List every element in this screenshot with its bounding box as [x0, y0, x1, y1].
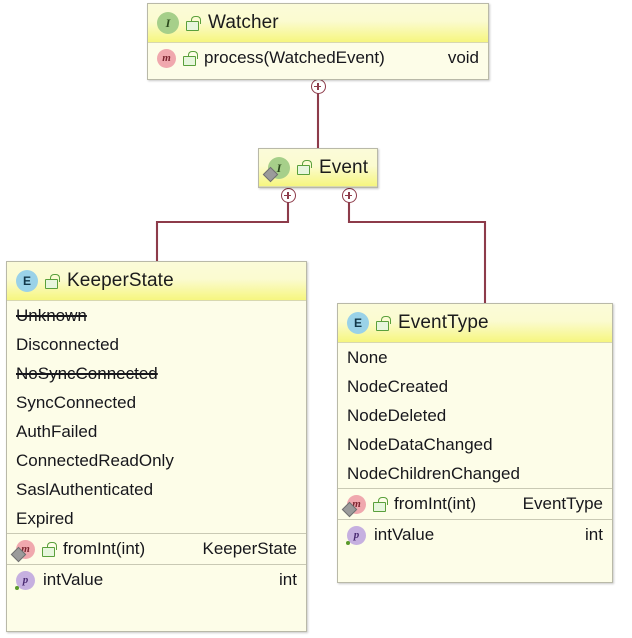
method-icon: m: [341, 494, 366, 517]
visibility-dot-icon: [346, 540, 350, 545]
class-name-event: Event: [319, 156, 369, 178]
member-row-process[interactable]: m process(WatchedEvent) void: [148, 43, 488, 73]
member-row-fromint[interactable]: m fromInt(int) EventType: [338, 489, 612, 519]
public-lock-icon: [42, 541, 57, 557]
public-lock-icon: [186, 15, 201, 31]
expand-plus-badge-watcher[interactable]: [310, 79, 326, 94]
class-header-eventtype: E EventType: [338, 304, 612, 343]
method-icon: m: [157, 48, 176, 68]
enum-constant-label: NodeDataChanged: [347, 434, 493, 454]
enum-constants-eventtype: None NodeCreated NodeDeleted NodeDataCha…: [338, 343, 612, 488]
expand-plus-badge-event-left[interactable]: [280, 188, 296, 203]
member-row-intvalue[interactable]: p intValue int: [338, 520, 612, 550]
property-icon: p: [15, 570, 35, 590]
enum-constant-label: AuthFailed: [16, 421, 98, 441]
section-divider: [7, 533, 306, 534]
enum-constant-row[interactable]: Expired: [7, 504, 306, 533]
class-box-event[interactable]: I Event: [258, 148, 378, 188]
section-divider: [338, 519, 612, 520]
class-header-watcher: I Watcher: [148, 4, 488, 43]
enum-constant-label: NodeChildrenChanged: [347, 463, 520, 483]
class-name-keeperstate: KeeperState: [67, 270, 174, 291]
member-type-intvalue: int: [279, 570, 297, 589]
enum-constant-label: ConnectedReadOnly: [16, 450, 174, 470]
member-type-intvalue: int: [585, 525, 603, 544]
enum-constant-label: SyncConnected: [16, 392, 137, 412]
enum-constant-label: NodeCreated: [347, 376, 449, 396]
enum-constant-label: SaslAuthenticated: [16, 479, 154, 499]
enum-constant-label: Disconnected: [16, 334, 120, 354]
section-divider: [338, 488, 612, 489]
class-header-event: I Event: [259, 149, 377, 187]
enum-constants-keeperstate: Unknown Disconnected NoSyncConnected Syn…: [7, 301, 306, 533]
member-type-fromint: EventType: [522, 494, 603, 513]
visibility-dot-icon: [15, 585, 19, 590]
enum-constant-row[interactable]: None: [338, 343, 612, 372]
enum-constant-row[interactable]: SaslAuthenticated: [7, 475, 306, 504]
member-type-fromint: KeeperState: [202, 539, 297, 558]
enum-constant-row[interactable]: NoSyncConnected: [7, 359, 306, 388]
enum-constant-row[interactable]: Disconnected: [7, 330, 306, 359]
member-row-fromint[interactable]: m fromInt(int) KeeperState: [7, 534, 306, 564]
class-box-keeperstate[interactable]: E KeeperState Unknown Disconnected NoSyn…: [6, 261, 307, 632]
class-name-watcher: Watcher: [208, 12, 279, 33]
public-lock-icon: [376, 315, 391, 331]
enum-constant-label: NoSyncConnected: [16, 363, 158, 383]
enum-constant-row[interactable]: Unknown: [7, 301, 306, 330]
public-lock-icon: [297, 160, 312, 175]
enum-constant-label: Expired: [16, 508, 74, 528]
enum-constant-row[interactable]: SyncConnected: [7, 388, 306, 417]
interface-icon: I: [157, 12, 179, 34]
method-icon: m: [10, 539, 35, 562]
member-label-intvalue: intValue: [43, 570, 104, 589]
enum-icon: E: [347, 312, 369, 334]
member-label-intvalue: intValue: [374, 525, 435, 544]
member-label-process: process(WatchedEvent): [204, 48, 385, 67]
section-divider: [7, 564, 306, 565]
public-lock-icon: [373, 496, 388, 512]
expand-plus-badge-event-right[interactable]: [341, 188, 357, 203]
connector-event-eventtype: [347, 188, 487, 303]
property-icon: p: [346, 525, 366, 545]
enum-constant-row[interactable]: AuthFailed: [7, 417, 306, 446]
public-lock-icon: [183, 50, 198, 66]
class-box-watcher[interactable]: I Watcher m process(WatchedEvent) void: [147, 3, 489, 80]
enum-constant-label: NodeDeleted: [347, 405, 447, 425]
enum-constant-label: Unknown: [16, 305, 87, 325]
member-label-fromint: fromInt(int): [394, 494, 477, 513]
member-label-fromint: fromInt(int): [63, 539, 146, 558]
enum-constant-row[interactable]: NodeDataChanged: [338, 430, 612, 459]
enum-icon: E: [16, 270, 38, 292]
class-header-keeperstate: E KeeperState: [7, 262, 306, 301]
connector-event-keeperstate: [155, 188, 290, 261]
enum-constant-row[interactable]: NodeCreated: [338, 372, 612, 401]
class-name-eventtype: EventType: [398, 312, 489, 333]
member-row-intvalue[interactable]: p intValue int: [7, 565, 306, 595]
enum-constant-row[interactable]: ConnectedReadOnly: [7, 446, 306, 475]
enum-constant-row[interactable]: NodeDeleted: [338, 401, 612, 430]
interface-static-icon: I: [262, 156, 290, 182]
class-box-eventtype[interactable]: E EventType None NodeCreated NodeDeleted…: [337, 303, 613, 583]
enum-constant-label: None: [347, 347, 388, 367]
member-type-process: void: [447, 48, 479, 67]
public-lock-icon: [45, 273, 60, 289]
enum-constant-row[interactable]: NodeChildrenChanged: [338, 459, 612, 488]
